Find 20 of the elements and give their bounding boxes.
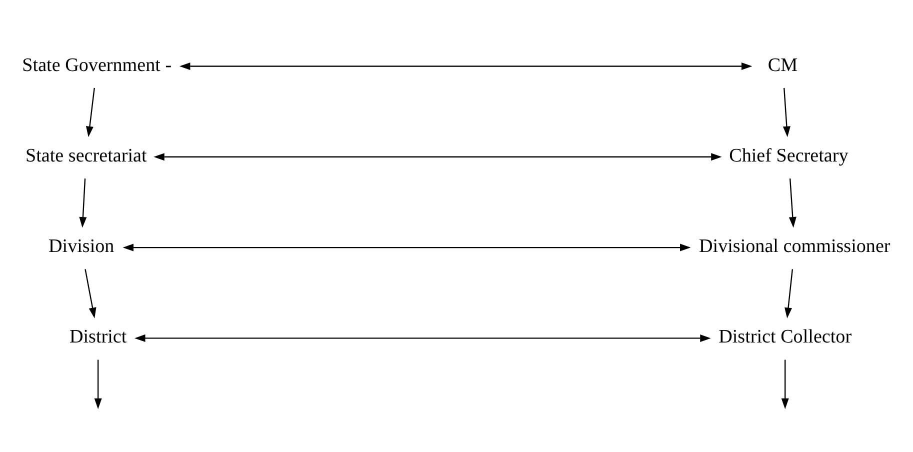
arrow	[788, 178, 796, 228]
arrow	[782, 87, 790, 137]
node-text: State secretariat	[26, 144, 147, 166]
arrow	[84, 268, 96, 318]
node-text: Chief Secretary	[729, 144, 848, 166]
node-text: Divisional commissioner	[699, 236, 890, 257]
arrow	[784, 268, 794, 318]
arrow	[79, 178, 87, 228]
node-text: District Collector	[718, 326, 852, 348]
arrow	[122, 243, 691, 251]
arrow	[86, 87, 95, 137]
arrow	[154, 152, 722, 160]
node-text: CM	[768, 54, 798, 76]
arrow	[781, 359, 789, 409]
node-text: State Government -	[22, 54, 172, 76]
arrow	[179, 62, 752, 70]
node-text: Division	[48, 236, 114, 257]
arrow	[94, 359, 102, 409]
arrow	[134, 334, 711, 342]
node-text: District	[69, 326, 127, 348]
